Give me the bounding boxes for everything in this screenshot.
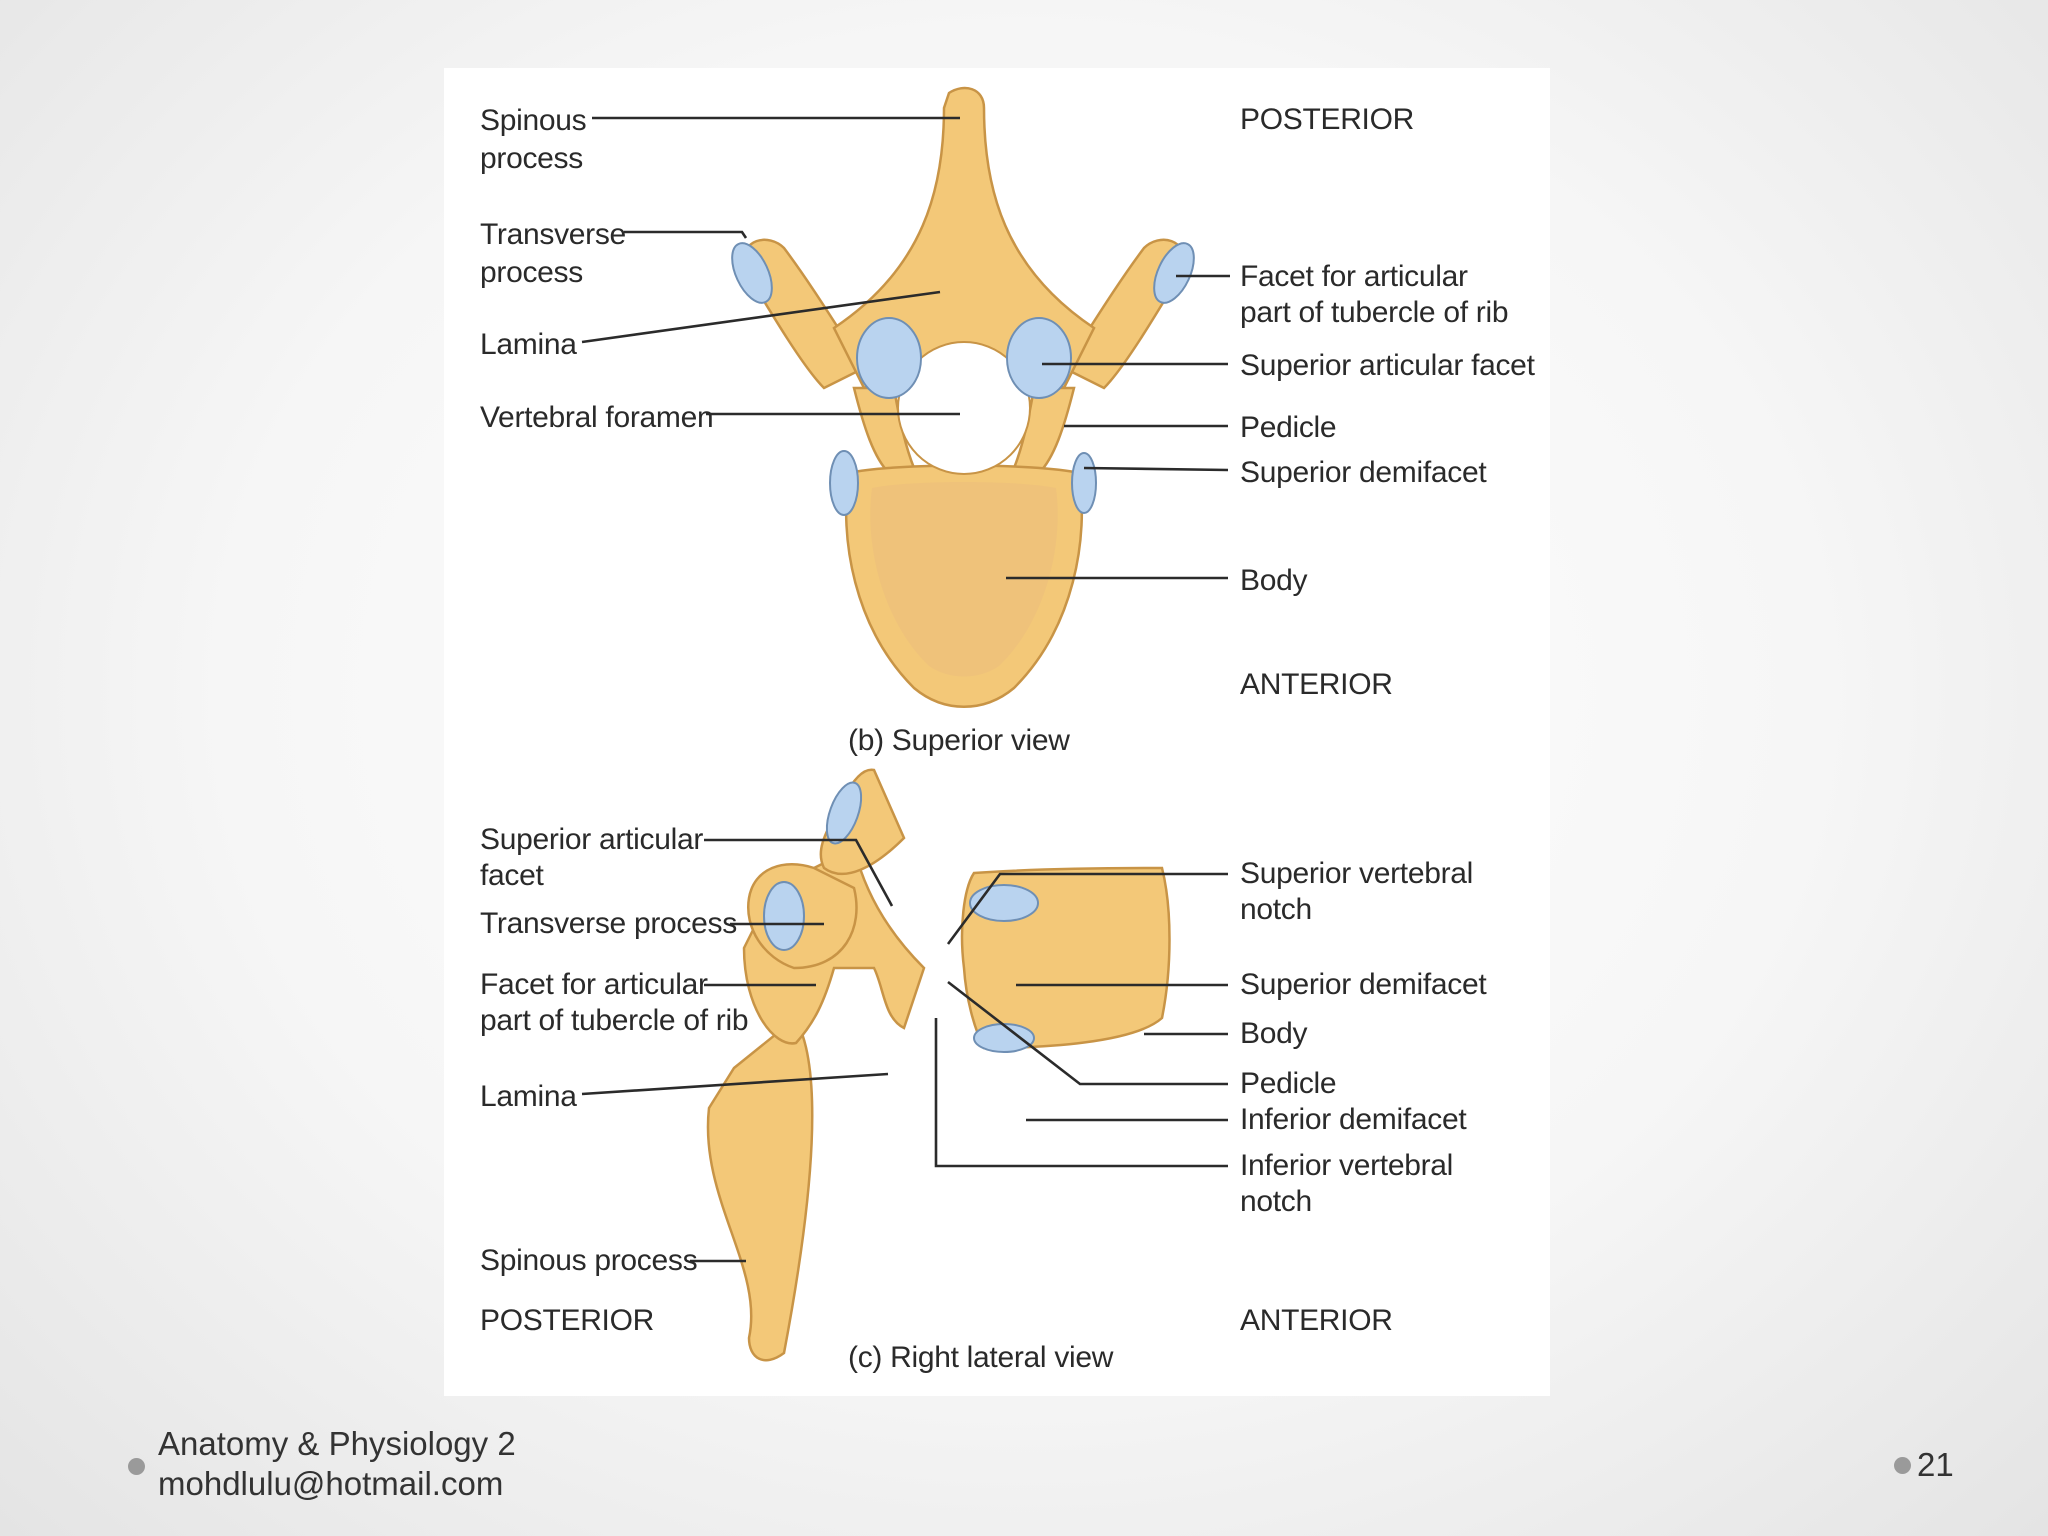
superior-articular-facet-left bbox=[856, 317, 922, 399]
label-spinous-process-1: Spinous bbox=[480, 104, 586, 137]
superior-view-labels: Spinous process Transverse process Lamin… bbox=[480, 103, 1536, 757]
superior-demifacet-left bbox=[829, 450, 859, 516]
page-number: 21 bbox=[1917, 1446, 1954, 1483]
label-lat-lamina: Lamina bbox=[480, 1080, 577, 1113]
label-lat-superior-vertebral-notch-2: notch bbox=[1240, 893, 1312, 926]
lateral-view-labels: Superior articular facet Transverse proc… bbox=[480, 823, 1488, 1374]
label-lat-anterior: ANTERIOR bbox=[1240, 1304, 1393, 1337]
label-lat-facet-rib-2: part of tubercle of rib bbox=[480, 1004, 748, 1037]
label-facet-rib-2: part of tubercle of rib bbox=[1240, 296, 1508, 329]
label-lat-superior-articular-facet-2: facet bbox=[480, 859, 545, 892]
lateral-view-leaders bbox=[581, 838, 1228, 1263]
superior-view-drawing bbox=[731, 86, 1195, 708]
label-vertebral-foramen: Vertebral foramen bbox=[480, 401, 713, 434]
lateral-facet-rib bbox=[763, 881, 805, 951]
vertebra-diagram: Spinous process Transverse process Lamin… bbox=[480, 86, 1536, 1374]
body-spongy-bone bbox=[870, 482, 1058, 677]
superior-view-leaders bbox=[581, 116, 1230, 580]
caption-lateral-view: (c) Right lateral view bbox=[848, 1341, 1114, 1374]
caption-superior-view: (b) Superior view bbox=[848, 724, 1070, 757]
label-posterior-top: POSTERIOR bbox=[1240, 103, 1414, 136]
label-lat-inferior-vertebral-notch-1: Inferior vertebral bbox=[1240, 1149, 1453, 1182]
superior-articular-facet-right bbox=[1006, 317, 1072, 399]
vertebral-foramen-shape bbox=[897, 341, 1031, 475]
superior-demifacet-right bbox=[1071, 452, 1097, 514]
lateral-superior-demifacet bbox=[969, 884, 1039, 922]
lateral-view-drawing bbox=[706, 768, 1171, 1362]
label-lat-spinous-process: Spinous process bbox=[480, 1244, 697, 1277]
footer-bullet-right bbox=[1894, 1457, 1911, 1474]
vertebra-figure: Spinous process Transverse process Lamin… bbox=[444, 68, 1550, 1396]
label-lat-superior-articular-facet-1: Superior articular bbox=[480, 823, 703, 856]
label-lat-facet-rib-1: Facet for articular bbox=[480, 968, 708, 1001]
lateral-inferior-demifacet bbox=[973, 1023, 1035, 1053]
footer-email: mohdlulu@hotmail.com bbox=[158, 1465, 504, 1502]
facet-rib-left bbox=[731, 242, 773, 304]
lateral-superior-articular-facet bbox=[825, 781, 863, 845]
label-facet-rib-1: Facet for articular bbox=[1240, 260, 1468, 293]
label-lat-superior-demifacet: Superior demifacet bbox=[1240, 968, 1487, 1001]
label-lat-superior-vertebral-notch-1: Superior vertebral bbox=[1240, 857, 1473, 890]
footer-course: Anatomy & Physiology 2 bbox=[158, 1425, 516, 1462]
label-spinous-process-2: process bbox=[480, 142, 583, 175]
label-body: Body bbox=[1240, 564, 1307, 597]
lateral-superior-articular-process bbox=[819, 768, 906, 876]
label-lamina: Lamina bbox=[480, 328, 577, 361]
label-lat-inferior-vertebral-notch-2: notch bbox=[1240, 1185, 1312, 1218]
label-transverse-process-1: Transverse bbox=[480, 218, 626, 251]
footer-bullet-left bbox=[128, 1458, 145, 1475]
label-superior-articular-facet: Superior articular facet bbox=[1240, 349, 1536, 382]
label-lat-body: Body bbox=[1240, 1017, 1307, 1050]
label-anterior-top: ANTERIOR bbox=[1240, 668, 1393, 701]
label-lat-transverse-process: Transverse process bbox=[480, 907, 737, 940]
label-transverse-process-2: process bbox=[480, 256, 583, 289]
label-superior-demifacet: Superior demifacet bbox=[1240, 456, 1487, 489]
label-lat-inferior-demifacet: Inferior demifacet bbox=[1240, 1103, 1467, 1136]
label-pedicle: Pedicle bbox=[1240, 411, 1336, 444]
facet-rib-right bbox=[1153, 242, 1195, 304]
label-lat-posterior: POSTERIOR bbox=[480, 1304, 654, 1337]
label-lat-pedicle: Pedicle bbox=[1240, 1067, 1336, 1100]
lateral-spinous-process-shape bbox=[706, 1015, 814, 1362]
